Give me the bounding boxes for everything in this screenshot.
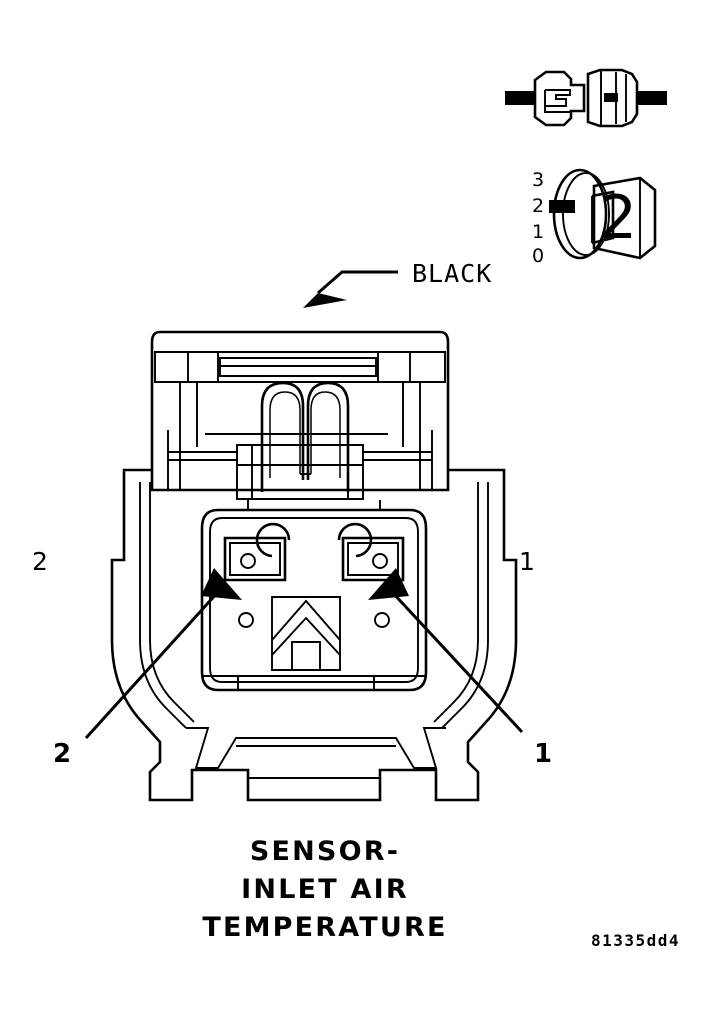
face-plate-outer: [200, 508, 428, 692]
locator-hole-right: [374, 612, 390, 628]
cavity-scale-label-1: 1: [532, 221, 544, 243]
post-left-foot: [167, 430, 197, 491]
key-feature-tab: [291, 641, 321, 670]
cavity-scale-label-2: 2: [532, 195, 544, 217]
plug-tongue-detail: [544, 89, 572, 113]
cavity-ring-inner: [562, 172, 610, 256]
shell-inner-contour-left-2: [149, 482, 195, 723]
top-rail-inner-slot: [219, 357, 377, 377]
drawing-code: 81335dd4: [591, 931, 680, 950]
plug-body-left: [533, 70, 586, 127]
center-block: [236, 444, 364, 500]
cavity-scale-label-0: 0: [532, 245, 544, 267]
key-feature-chevron-inner: [271, 616, 341, 656]
arrow-right-icon: [368, 568, 409, 600]
arrow-left-icon: [201, 568, 242, 600]
shell-inner-contour-right: [441, 482, 489, 729]
top-rail: [154, 351, 446, 383]
terminal-hole-right: [372, 553, 388, 569]
key-feature-chevron-outer: [271, 599, 341, 641]
pin-label-right: 1: [519, 547, 535, 576]
outer-shell-silhouette: [110, 468, 518, 802]
wire-stub-right: [637, 91, 667, 105]
cavity-numbering-detail: 3 2 1 0 2: [532, 168, 657, 267]
socket-slot: [604, 93, 618, 102]
black-leader-line: [317, 270, 398, 295]
callout-number-left: 2: [53, 739, 71, 769]
socket-body-right: [586, 68, 639, 128]
wire-stub-left: [505, 91, 535, 105]
latch-arch-left-inner: [269, 391, 301, 478]
post-right-foot: [403, 430, 433, 491]
connector-main-body: [110, 330, 518, 802]
callout-leader-left: 2: [53, 568, 242, 769]
locator-hole-left: [238, 612, 254, 628]
caption-line-2: INLET AIR: [241, 874, 409, 905]
cavity-scale-label-3: 3: [532, 169, 544, 191]
callout-line-right: [390, 590, 524, 734]
latch-arch-right: [306, 381, 350, 492]
terminal-cavity-right: [341, 536, 405, 582]
skirt-foot-top: [247, 770, 381, 779]
key-feature-box: [271, 596, 341, 671]
skirt-ledge: [186, 727, 446, 769]
terminal-ring-right: [337, 522, 373, 558]
mated-connector-detail: [505, 68, 667, 128]
pin-label-left: 2: [32, 547, 48, 576]
latch-arch-left: [260, 381, 305, 492]
upper-housing-outline: [150, 330, 450, 492]
cavity-key-cutout: [591, 190, 615, 245]
leader-arrow-icon: [303, 293, 347, 308]
caption-line-3: TEMPERATURE: [202, 912, 447, 943]
terminal-ring-left: [255, 522, 291, 558]
callout-number-right: 1: [534, 739, 552, 769]
face-plate-inner: [209, 517, 419, 683]
shell-inner-contour-right-2: [433, 482, 479, 723]
terminal-cavity-left-inner: [229, 542, 281, 576]
key-feature-base: [237, 675, 375, 691]
shell-inner-contour-left: [139, 482, 187, 729]
wire-color-label: BLACK: [412, 259, 492, 288]
wire-color-callout: BLACK: [303, 259, 492, 308]
caption-line-1: SENSOR-: [250, 836, 400, 867]
figure-caption: SENSOR- INLET AIR TEMPERATURE: [202, 836, 447, 943]
cavity-index-mark: [549, 200, 575, 213]
cavity-ring-outer: [552, 168, 608, 260]
terminal-hole-left: [240, 553, 256, 569]
callout-line-left: [84, 590, 220, 740]
callout-leader-right: 1: [368, 568, 552, 769]
latch-arch-right-inner: [310, 391, 341, 478]
cavity-number: 2: [599, 183, 637, 253]
terminal-cavity-left: [223, 536, 287, 582]
